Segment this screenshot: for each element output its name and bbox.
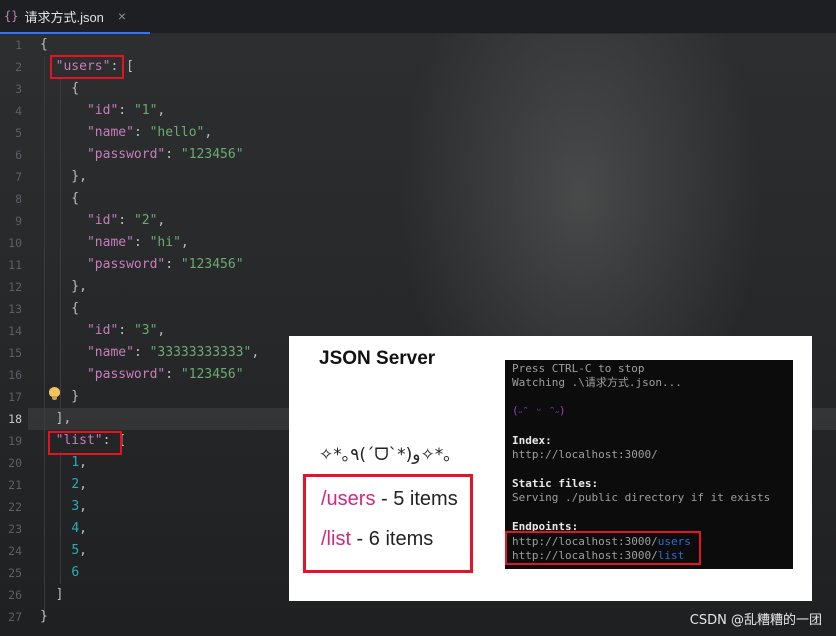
line-number: 27 — [8, 610, 22, 624]
list-key-highlight-box — [48, 431, 122, 455]
line-number-current: 18 — [8, 412, 22, 426]
line-number: 23 — [8, 522, 22, 536]
code-line-19: "list": [ — [55, 433, 127, 448]
terminal-endpoint-list: http://localhost:3000/list — [512, 549, 685, 562]
terminal-endpoints-highlight-box — [505, 531, 701, 565]
code-line-4: "id": "1", — [86, 103, 166, 118]
code-line-11: "password": "123456" — [86, 257, 244, 272]
close-icon[interactable]: × — [117, 8, 127, 24]
line-number-gutter: 1 2 3 4 5 6 7 8 9 10 11 12 13 14 15 16 1… — [0, 34, 28, 636]
code-line-20: 1, — [71, 455, 87, 470]
line-number: 19 — [8, 434, 22, 448]
tab-filename: 请求方式.json — [24, 9, 104, 25]
code-line-22: 3, — [71, 499, 87, 514]
terminal-label: Static files: — [512, 477, 599, 490]
json-file-icon: {} — [4, 9, 19, 23]
code-line-8: { — [40, 191, 80, 206]
code-line-16: "password": "123456" — [86, 367, 244, 382]
code-line-3: { — [40, 81, 80, 96]
indent-guide — [60, 78, 61, 408]
line-number: 22 — [8, 500, 22, 514]
users-key-highlight-box — [50, 55, 124, 79]
code-line-18: ], — [40, 411, 72, 426]
code-line-17: } — [40, 389, 80, 404]
line-number: 16 — [8, 368, 22, 382]
line-number: 2 — [15, 60, 22, 74]
endpoints-highlight-box: /users - 5 items /list - 6 items — [303, 474, 473, 573]
terminal-url: http://localhost:3000/ — [512, 448, 658, 461]
line-number: 26 — [8, 588, 22, 602]
tab-file[interactable]: {} 请求方式.json × — [0, 0, 150, 34]
list-key: "list" — [55, 433, 103, 448]
code-line-9: "id": "2", — [86, 213, 166, 228]
line-number: 21 — [8, 478, 22, 492]
line-number: 12 — [8, 280, 22, 294]
code-line-21: 2, — [71, 477, 87, 492]
code-line-26: ] — [40, 587, 64, 602]
endpoint-list[interactable]: /list - 6 items — [321, 528, 434, 550]
line-number: 3 — [15, 82, 22, 96]
line-number: 8 — [15, 192, 22, 206]
line-number: 20 — [8, 456, 22, 470]
line-number: 6 — [15, 148, 22, 162]
endpoint-users[interactable]: /users - 5 items — [321, 488, 458, 510]
code-line-1: { — [40, 37, 48, 52]
line-number: 15 — [8, 346, 22, 360]
users-key: "users" — [55, 59, 111, 74]
line-number: 17 — [8, 390, 22, 404]
editor-tab-bar: {} 请求方式.json × — [0, 0, 836, 34]
line-number: 11 — [8, 258, 22, 272]
terminal-face: (˶ᵔ ᵕ ᵔ˶) — [512, 404, 566, 417]
code-line-27: } — [40, 609, 48, 624]
code-line-6: "password": "123456" — [86, 147, 244, 162]
terminal-endpoint-users: http://localhost:3000/users — [512, 535, 691, 548]
code-line-23: 4, — [71, 521, 87, 536]
line-number: 25 — [8, 566, 22, 580]
terminal-line: Press CTRL-C to stop — [512, 362, 645, 375]
json-server-panel: JSON Server ✧*｡٩(ˊᗜˋ*)و✧*｡ /users - 5 it… — [289, 336, 812, 601]
code-line-24: 5, — [71, 543, 87, 558]
lightbulb-icon[interactable] — [49, 387, 60, 400]
line-number: 4 — [15, 104, 22, 118]
indent-guide — [44, 56, 45, 618]
line-number: 1 — [15, 38, 22, 52]
code-line-25: 6 — [71, 565, 80, 580]
terminal-line: Serving ./public directory if it exists — [512, 491, 771, 504]
line-number: 14 — [8, 324, 22, 338]
line-number: 9 — [15, 214, 22, 228]
code-line-2: "users": [ — [55, 59, 134, 74]
line-number: 13 — [8, 302, 22, 316]
code-line-13: { — [40, 301, 80, 316]
code-line-7: }, — [40, 169, 87, 184]
line-number: 10 — [8, 236, 22, 250]
code-line-12: }, — [40, 279, 87, 294]
line-number: 24 — [8, 544, 22, 558]
code-line-15: "name": "33333333333", — [86, 345, 260, 360]
kaomoji: ✧*｡٩(ˊᗜˋ*)و✧*｡ — [319, 445, 452, 465]
terminal-label: Endpoints: — [512, 520, 579, 533]
terminal-label: Index: — [512, 434, 552, 447]
line-number: 5 — [15, 126, 22, 140]
code-line-10: "name": "hi", — [86, 235, 189, 250]
watermark: CSDN @乱糟糟的一团 — [689, 613, 822, 628]
terminal-output: Press CTRL-C to stop Watching .\请求方式.jso… — [505, 360, 793, 569]
panel-title: JSON Server — [319, 348, 436, 369]
terminal-line: Watching .\请求方式.json... — [512, 376, 682, 389]
indent-guide — [60, 452, 61, 584]
code-line-5: "name": "hello", — [86, 125, 213, 140]
code-line-14: "id": "3", — [86, 323, 166, 338]
line-number: 7 — [15, 170, 22, 184]
